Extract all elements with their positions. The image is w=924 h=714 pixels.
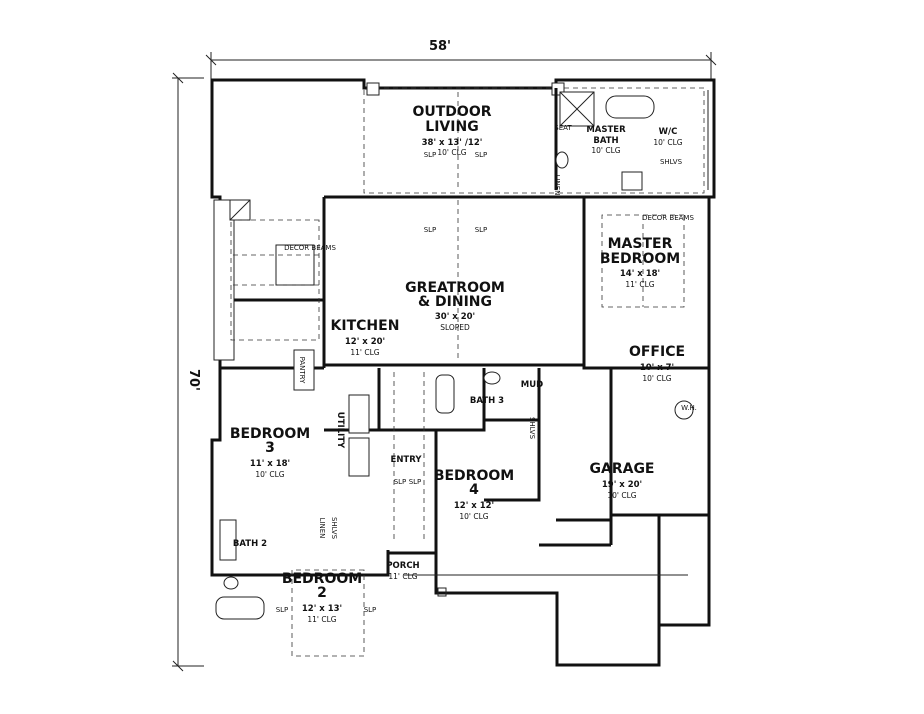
outdoor-living-outline: [363, 87, 705, 194]
svg-text:10' CLG: 10' CLG: [653, 138, 682, 147]
depth-dimension-line: [172, 72, 204, 672]
garage-label: GARAGE: [590, 461, 655, 477]
svg-text:11' CLG: 11' CLG: [625, 280, 654, 289]
slp-label-2: SLP: [475, 151, 488, 159]
bath3-tub-icon: [435, 374, 455, 414]
master-bedroom-label: MASTER: [608, 236, 673, 252]
svg-text:19' x 20': 19' x 20': [602, 480, 642, 490]
svg-text:38' x 13' /12': 38' x 13' /12': [422, 138, 483, 148]
svg-text:10' CLG: 10' CLG: [437, 148, 466, 157]
svg-text:12' x 13': 12' x 13': [302, 604, 342, 614]
office-label: OFFICE: [629, 344, 685, 360]
pantry-label: PANTRY: [298, 357, 306, 384]
svg-text:11' CLG: 11' CLG: [307, 615, 336, 624]
bedroom3-label: BEDROOM: [230, 426, 310, 442]
bath2-tub-icon: [215, 596, 265, 620]
svg-text:11' x 18': 11' x 18': [250, 459, 290, 469]
master-decor-beams-label: DECOR BEAMS: [642, 214, 694, 222]
shelves-label: SHLVS: [660, 158, 683, 166]
water-heater-icon: [674, 400, 694, 420]
svg-text:3: 3: [265, 440, 275, 456]
bedroom4-label: BEDROOM: [434, 468, 514, 484]
svg-text:BEDROOM: BEDROOM: [600, 251, 680, 267]
pantry-shelves-icon: [293, 349, 315, 391]
kitchen-decor-beams-label: DECOR BEAMS: [284, 244, 336, 252]
slp-label-8: SLP: [364, 606, 377, 614]
bath2-toilet-icon: [223, 576, 239, 590]
svg-text:LIVING: LIVING: [425, 119, 478, 135]
slp-label-1: SLP: [424, 151, 437, 159]
bedroom2-label: BEDROOM: [282, 571, 362, 587]
svg-text:4: 4: [469, 482, 479, 498]
svg-text:10' CLG: 10' CLG: [459, 512, 488, 521]
bedroom2-closet-outline: [291, 569, 365, 657]
bath2-sink-icon: [219, 519, 237, 561]
kitchen-beams-outline: [230, 219, 320, 341]
linen-label-1: LINEN: [553, 175, 561, 196]
kitchen-island-icon: [275, 244, 315, 286]
svg-text:10' CLG: 10' CLG: [607, 491, 636, 500]
svg-text:SLOPED: SLOPED: [440, 323, 470, 332]
shelves-label-2: SHLVS: [528, 417, 536, 440]
entry-label: ENTRY: [391, 455, 423, 465]
porch-column: [437, 587, 447, 597]
svg-text:12' x 12': 12' x 12': [454, 501, 494, 511]
washer-icon: [348, 394, 370, 434]
svg-text:BATH: BATH: [593, 136, 618, 146]
slp-label-4: SLP: [475, 226, 488, 234]
linen-label-2: LINEN: [318, 518, 326, 539]
svg-text:10' CLG: 10' CLG: [255, 470, 284, 479]
depth-dimension: 70': [186, 369, 201, 391]
bathtub-icon: [605, 95, 655, 119]
slp-label-5: SLP: [394, 478, 407, 486]
master-bath-label: MASTER: [586, 125, 626, 135]
svg-text:30' x 20': 30' x 20': [435, 312, 475, 322]
column-left: [366, 82, 380, 96]
svg-text:& DINING: & DINING: [418, 294, 492, 310]
bath2-label: BATH 2: [233, 539, 267, 549]
wic-label: W/C: [659, 127, 678, 137]
interior-walls: [218, 88, 709, 625]
svg-text:10' CLG: 10' CLG: [642, 374, 671, 383]
kitchen-label: KITCHEN: [331, 318, 400, 334]
outdoor-living-label: OUTDOOR: [412, 104, 491, 120]
water-heater-label: W.H.: [681, 404, 697, 412]
greatroom-label: GREATROOM: [405, 280, 505, 296]
master-sink-icon: [621, 171, 643, 191]
porch-label: PORCH: [386, 561, 419, 571]
exterior-walls: [210, 78, 716, 667]
svg-text:12' x 20': 12' x 20': [345, 337, 385, 347]
bath3-toilet-icon: [483, 371, 501, 385]
svg-text:14' x 18': 14' x 18': [620, 269, 660, 279]
width-dimension: 58': [429, 39, 451, 54]
seat-label: SEAT: [554, 124, 572, 132]
labels: 58' 70' OUTDOOR LIVING 38' x 13' /12' 10…: [186, 39, 697, 624]
svg-text:10' CLG: 10' CLG: [591, 146, 620, 155]
mud-label: MUD: [521, 380, 543, 390]
svg-text:10' x 7': 10' x 7': [640, 363, 674, 373]
shelves-label-3: SHLVS: [330, 517, 338, 540]
master-toilet-icon: [555, 151, 569, 169]
kitchen-counter-icon: [213, 199, 235, 361]
dryer-icon: [348, 437, 370, 477]
slp-label-3: SLP: [424, 226, 437, 234]
utility-label: UTILITY: [335, 412, 345, 449]
slp-label-6: SLP: [409, 478, 422, 486]
svg-text:11' CLG: 11' CLG: [350, 348, 379, 357]
svg-text:11' CLG: 11' CLG: [388, 572, 417, 581]
slp-label-7: SLP: [276, 606, 289, 614]
width-dimension-line: [205, 52, 717, 80]
bath3-label: BATH 3: [470, 396, 504, 406]
svg-text:2: 2: [317, 585, 327, 601]
